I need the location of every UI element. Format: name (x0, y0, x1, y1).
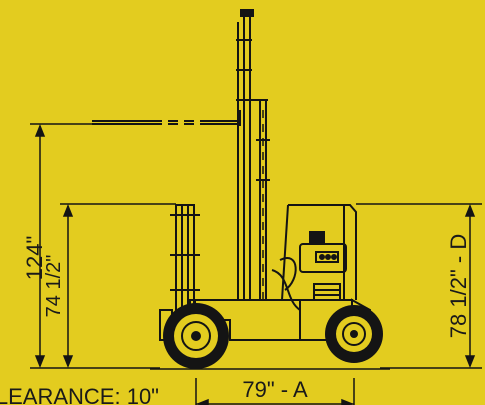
front-wheel (163, 303, 229, 369)
dimension-overall-height (30, 123, 92, 369)
cab-height-label: 78 1/2" - D (446, 234, 471, 338)
overall-height-label: 124" (22, 236, 47, 281)
rear-wheel (325, 305, 383, 363)
dimension-lowered-height (60, 203, 176, 369)
dimension-cab-height (356, 203, 482, 369)
lowered-height-label: 74 1/2" (43, 255, 65, 318)
mast-extended (236, 9, 270, 300)
wheelbase-label: 79" - A (242, 377, 308, 402)
dimension-wheelbase (195, 378, 355, 405)
clearance-label: CLEARANCE: 10" (0, 384, 159, 405)
forks-raised (92, 110, 241, 126)
